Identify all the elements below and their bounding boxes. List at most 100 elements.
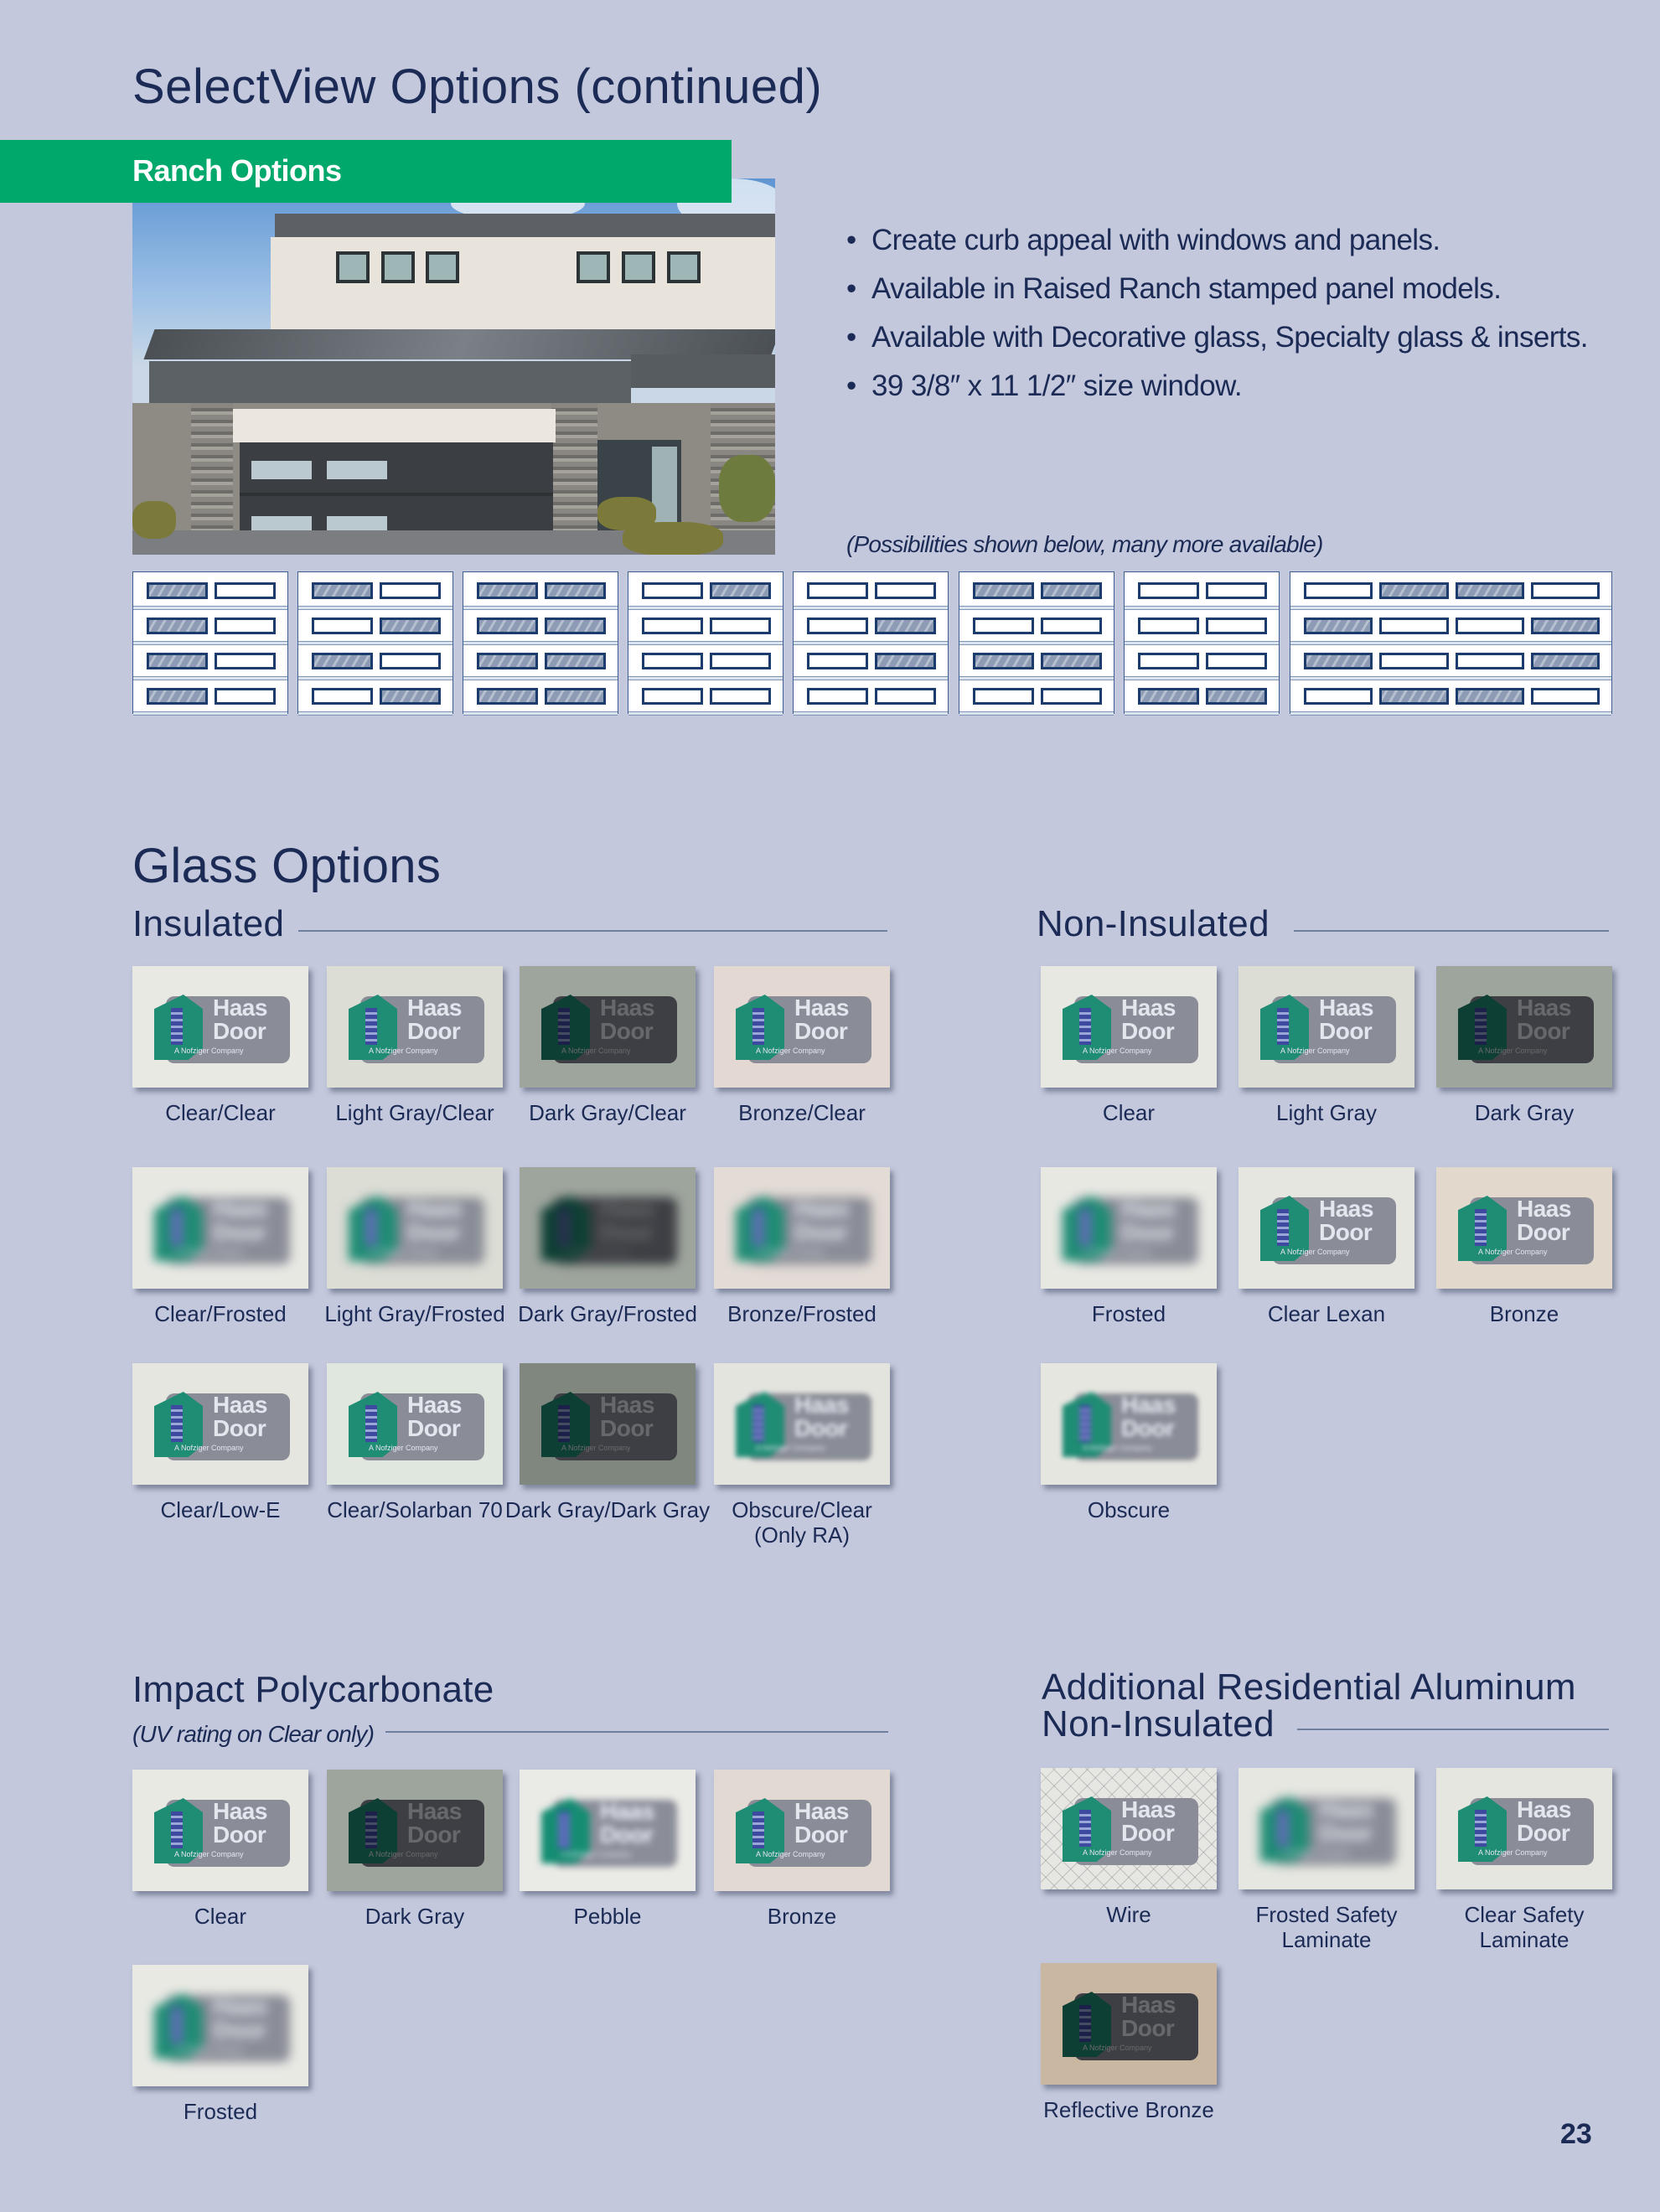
decorative-glass-window: [545, 582, 606, 599]
glass-swatch-label: Dark Gray/Frosted: [518, 1301, 697, 1326]
impact-polycarbonate-subheading: (UV rating on Clear only): [132, 1721, 375, 1747]
glass-swatch-label-line2: Laminate: [1479, 1927, 1570, 1952]
clear-window: [642, 618, 703, 634]
clear-window: [215, 618, 276, 634]
clear-window: [875, 582, 936, 599]
glass-swatch-label: Clear/Clear: [165, 1100, 276, 1125]
clear-window: [973, 618, 1034, 634]
decorative-glass-window: [147, 653, 208, 669]
glass-swatch-label: Bronze: [1489, 1301, 1559, 1326]
clear-window: [710, 688, 771, 705]
clear-window: [312, 688, 373, 705]
decorative-glass-window: [147, 582, 208, 599]
glass-swatch-label: Dark Gray/Dark Gray: [504, 1497, 711, 1522]
clear-window: [1530, 688, 1600, 705]
glass-swatch-label: Dark Gray: [365, 1904, 465, 1929]
glass-swatch-label: Clear/Low-E: [160, 1497, 281, 1522]
clear-window: [807, 653, 868, 669]
clear-window: [1138, 653, 1199, 669]
glass-swatch-label-line2: (Only RA): [753, 1522, 851, 1548]
glass-swatch-label: Obscure: [1087, 1497, 1171, 1522]
decorative-glass-window: [312, 653, 373, 669]
decorative-glass-window: [710, 582, 771, 599]
non-insulated-divider: [1294, 930, 1609, 932]
additional-divider: [1297, 1729, 1609, 1730]
glass-swatch-label: Bronze/Frosted: [727, 1301, 877, 1326]
glass-swatch-label: Reflective Bronze: [1043, 2097, 1214, 2122]
clear-window: [807, 582, 868, 599]
glass-swatch-label: Obscure/Clear(Only RA): [732, 1497, 872, 1548]
clear-window: [642, 653, 703, 669]
decorative-glass-window: [147, 618, 208, 634]
clear-window: [1041, 688, 1102, 705]
clear-window: [710, 653, 771, 669]
door-layout-diagram: [132, 571, 288, 716]
clear-window: [380, 653, 441, 669]
decorative-glass-window: [545, 688, 606, 705]
decorative-glass-window: [1304, 618, 1373, 634]
clear-window: [710, 618, 771, 634]
decorative-glass-window: [147, 688, 208, 705]
feature-item: Available in Raised Ranch stamped panel …: [846, 265, 1588, 313]
glass-swatch-label: Clear/Solarban 70: [327, 1497, 503, 1522]
clear-window: [215, 653, 276, 669]
impact-divider: [385, 1731, 888, 1733]
decorative-glass-window: [312, 582, 373, 599]
decorative-glass-window: [875, 618, 936, 634]
decorative-glass-window: [545, 653, 606, 669]
clear-window: [1379, 618, 1449, 634]
glass-swatch-label: Clear Lexan: [1267, 1301, 1386, 1326]
decorative-glass-window: [477, 582, 538, 599]
clear-window: [1206, 582, 1267, 599]
decorative-glass-window: [1206, 688, 1267, 705]
page-number: 23: [1560, 2118, 1592, 2150]
non-insulated-heading: Non-Insulated: [1037, 903, 1270, 944]
ranch-options-heading: Ranch Options: [132, 153, 342, 188]
glass-options-title: Glass Options: [132, 839, 442, 893]
clear-window: [807, 618, 868, 634]
clear-window: [312, 618, 373, 634]
clear-window: [1455, 618, 1524, 634]
possibilities-note: (Possibilities shown below, many more av…: [846, 531, 1323, 557]
door-layout-diagram: [463, 571, 618, 716]
door-layout-diagram: [628, 571, 783, 716]
feature-item: 39 3/8″ x 11 1/2″ size window.: [846, 362, 1588, 411]
insulated-heading: Insulated: [132, 903, 285, 944]
decorative-glass-window: [1138, 688, 1199, 705]
